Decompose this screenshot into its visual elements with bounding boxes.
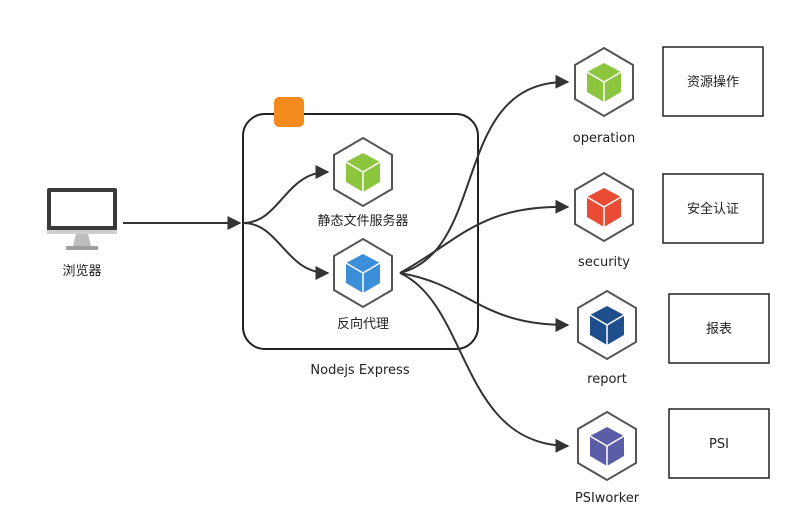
psiworker-label: PSIworker <box>575 491 640 506</box>
static-server-node <box>333 136 393 208</box>
report-box-label: 报表 <box>706 322 732 337</box>
edge-to-psiworker <box>399 272 570 453</box>
browser-label: 浏览器 <box>62 263 101 279</box>
edge-to-report <box>399 272 570 332</box>
edge-to-operation <box>399 74 570 274</box>
psiworker-node <box>577 410 637 482</box>
operation-box <box>662 46 764 117</box>
psi-box <box>668 408 770 479</box>
container-label: Nodejs Express <box>310 363 409 378</box>
security-node <box>574 171 634 243</box>
monitor-icon <box>47 188 117 250</box>
operation-label: operation <box>573 131 635 146</box>
report-node <box>577 289 637 361</box>
static-server-label: 静态文件服务器 <box>317 213 408 229</box>
security-box <box>662 173 764 244</box>
reverse-proxy-label: 反向代理 <box>337 316 389 332</box>
report-label: report <box>587 372 627 387</box>
edge-to-reverse-proxy <box>242 222 330 280</box>
edge-to-security <box>399 199 570 274</box>
operation-node <box>574 46 634 118</box>
container-badge <box>274 97 304 127</box>
security-label: security <box>578 255 630 270</box>
nodejs-express-container <box>242 113 479 350</box>
report-box <box>668 293 770 364</box>
operation-box-label: 资源操作 <box>687 74 739 90</box>
security-box-label: 安全认证 <box>687 201 739 217</box>
edge-to-static-server <box>242 165 330 224</box>
psi-box-label: PSI <box>709 437 729 452</box>
reverse-proxy-node <box>333 237 393 309</box>
